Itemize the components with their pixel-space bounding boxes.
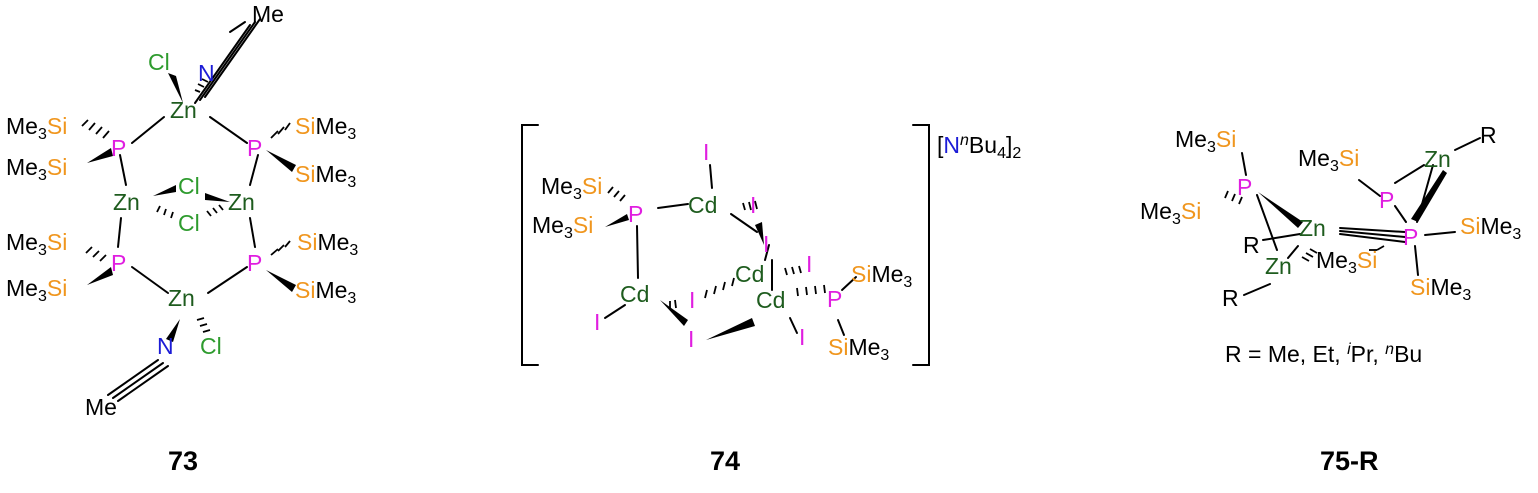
trimethylsilyl-3: Me3Si <box>1298 145 1359 175</box>
iodine-bottom: I <box>688 326 694 352</box>
zinc-right: Zn <box>228 189 255 215</box>
zinc-top: Zn <box>170 97 197 123</box>
cadmium-right: Cd <box>756 287 785 313</box>
trimethylsilyl-1: Me3Si <box>1175 126 1236 156</box>
cadmium-left: Cd <box>620 281 649 307</box>
compound-74: I Me3Si Me3Si P Cd I I Cd I SiMe3 Cd I C… <box>521 124 1021 476</box>
silyl-trimethyl-2: SiMe3 <box>1410 274 1471 304</box>
chlorine-bridge-1: Cl <box>178 173 200 199</box>
iodine-top: I <box>703 139 709 165</box>
trimethylsilyl-4: Me3Si <box>6 275 67 305</box>
methyl-bottom: Me <box>85 394 117 420</box>
phosphorus-right: P <box>827 286 842 312</box>
phosphorus-middle: P <box>1379 187 1394 213</box>
silyl-trimethyl-1: SiMe3 <box>851 261 912 291</box>
compound-label-73: 73 <box>168 446 198 476</box>
r-left: R <box>1243 232 1260 258</box>
r-bottom-left: R <box>1222 285 1239 311</box>
silyl-trimethyl-1: SiMe3 <box>295 113 356 143</box>
silyl-trimethyl-2: SiMe3 <box>295 161 356 191</box>
zinc-left: Zn <box>113 189 140 215</box>
trimethylsilyl-2: Me3Si <box>6 154 67 184</box>
compound-73: Me N Cl Zn Me3Si Me3Si P P SiMe3 SiMe3 Z… <box>6 1 358 476</box>
trimethylsilyl-1: Me3Si <box>541 173 602 203</box>
phosphorus-left: P <box>1237 174 1252 200</box>
cadmium-top: Cd <box>688 192 717 218</box>
silyl-trimethyl-1: SiMe3 <box>1460 213 1521 243</box>
substituent-caption: R = Me, Et, iPr, nBu <box>1225 341 1422 367</box>
zinc-left: Zn <box>1265 253 1292 279</box>
iodine-top-right: I <box>750 192 756 218</box>
trimethylsilyl-2: Me3Si <box>1140 198 1201 228</box>
iodine-left: I <box>594 309 600 335</box>
phosphorus-upper-left: P <box>111 135 126 161</box>
silyl-trimethyl-4: SiMe3 <box>295 277 356 307</box>
trimethylsilyl-4: Me3Si <box>1316 247 1377 277</box>
phosphorus-upper-right: P <box>247 135 262 161</box>
right-bracket <box>912 124 930 366</box>
phosphorus-right: P <box>1403 224 1418 250</box>
phosphorus-lower-left: P <box>111 250 126 276</box>
nitrogen-top: N <box>198 60 215 86</box>
iodine-mid: I <box>763 231 769 257</box>
nitrogen-bottom: N <box>157 333 174 359</box>
compound-75-r: Me3Si Me3Si Me3Si Me3Si P P P Zn R Zn R … <box>1140 122 1521 476</box>
phosphorus-lower-right: P <box>247 250 262 276</box>
zinc-top-right: Zn <box>1424 146 1451 172</box>
left-bracket <box>521 124 539 366</box>
r-top-right: R <box>1480 122 1497 148</box>
phosphorus-left: P <box>628 201 643 227</box>
chlorine-bottom: Cl <box>200 333 222 359</box>
zinc-bottom: Zn <box>168 285 195 311</box>
trimethylsilyl-1: Me3Si <box>6 113 67 143</box>
chlorine-bridge-2: Cl <box>178 210 200 236</box>
methyl-top: Me <box>252 1 284 27</box>
compound-label-74: 74 <box>710 446 740 476</box>
cadmium-mid: Cd <box>735 261 764 287</box>
silyl-trimethyl-2: SiMe3 <box>828 334 889 364</box>
compound-label-75-r: 75-R <box>1320 446 1379 476</box>
silyl-trimethyl-3: SiMe3 <box>297 229 358 259</box>
zinc-center: Zn <box>1299 215 1326 241</box>
iodine-center: I <box>689 287 695 313</box>
counterion: [NnBu4]2 <box>937 132 1021 162</box>
iodine-right: I <box>806 251 812 277</box>
trimethylsilyl-3: Me3Si <box>6 229 67 259</box>
trimethylsilyl-2: Me3Si <box>532 212 593 242</box>
chlorine-top: Cl <box>148 49 170 75</box>
iodine-bottom-right: I <box>799 324 805 350</box>
